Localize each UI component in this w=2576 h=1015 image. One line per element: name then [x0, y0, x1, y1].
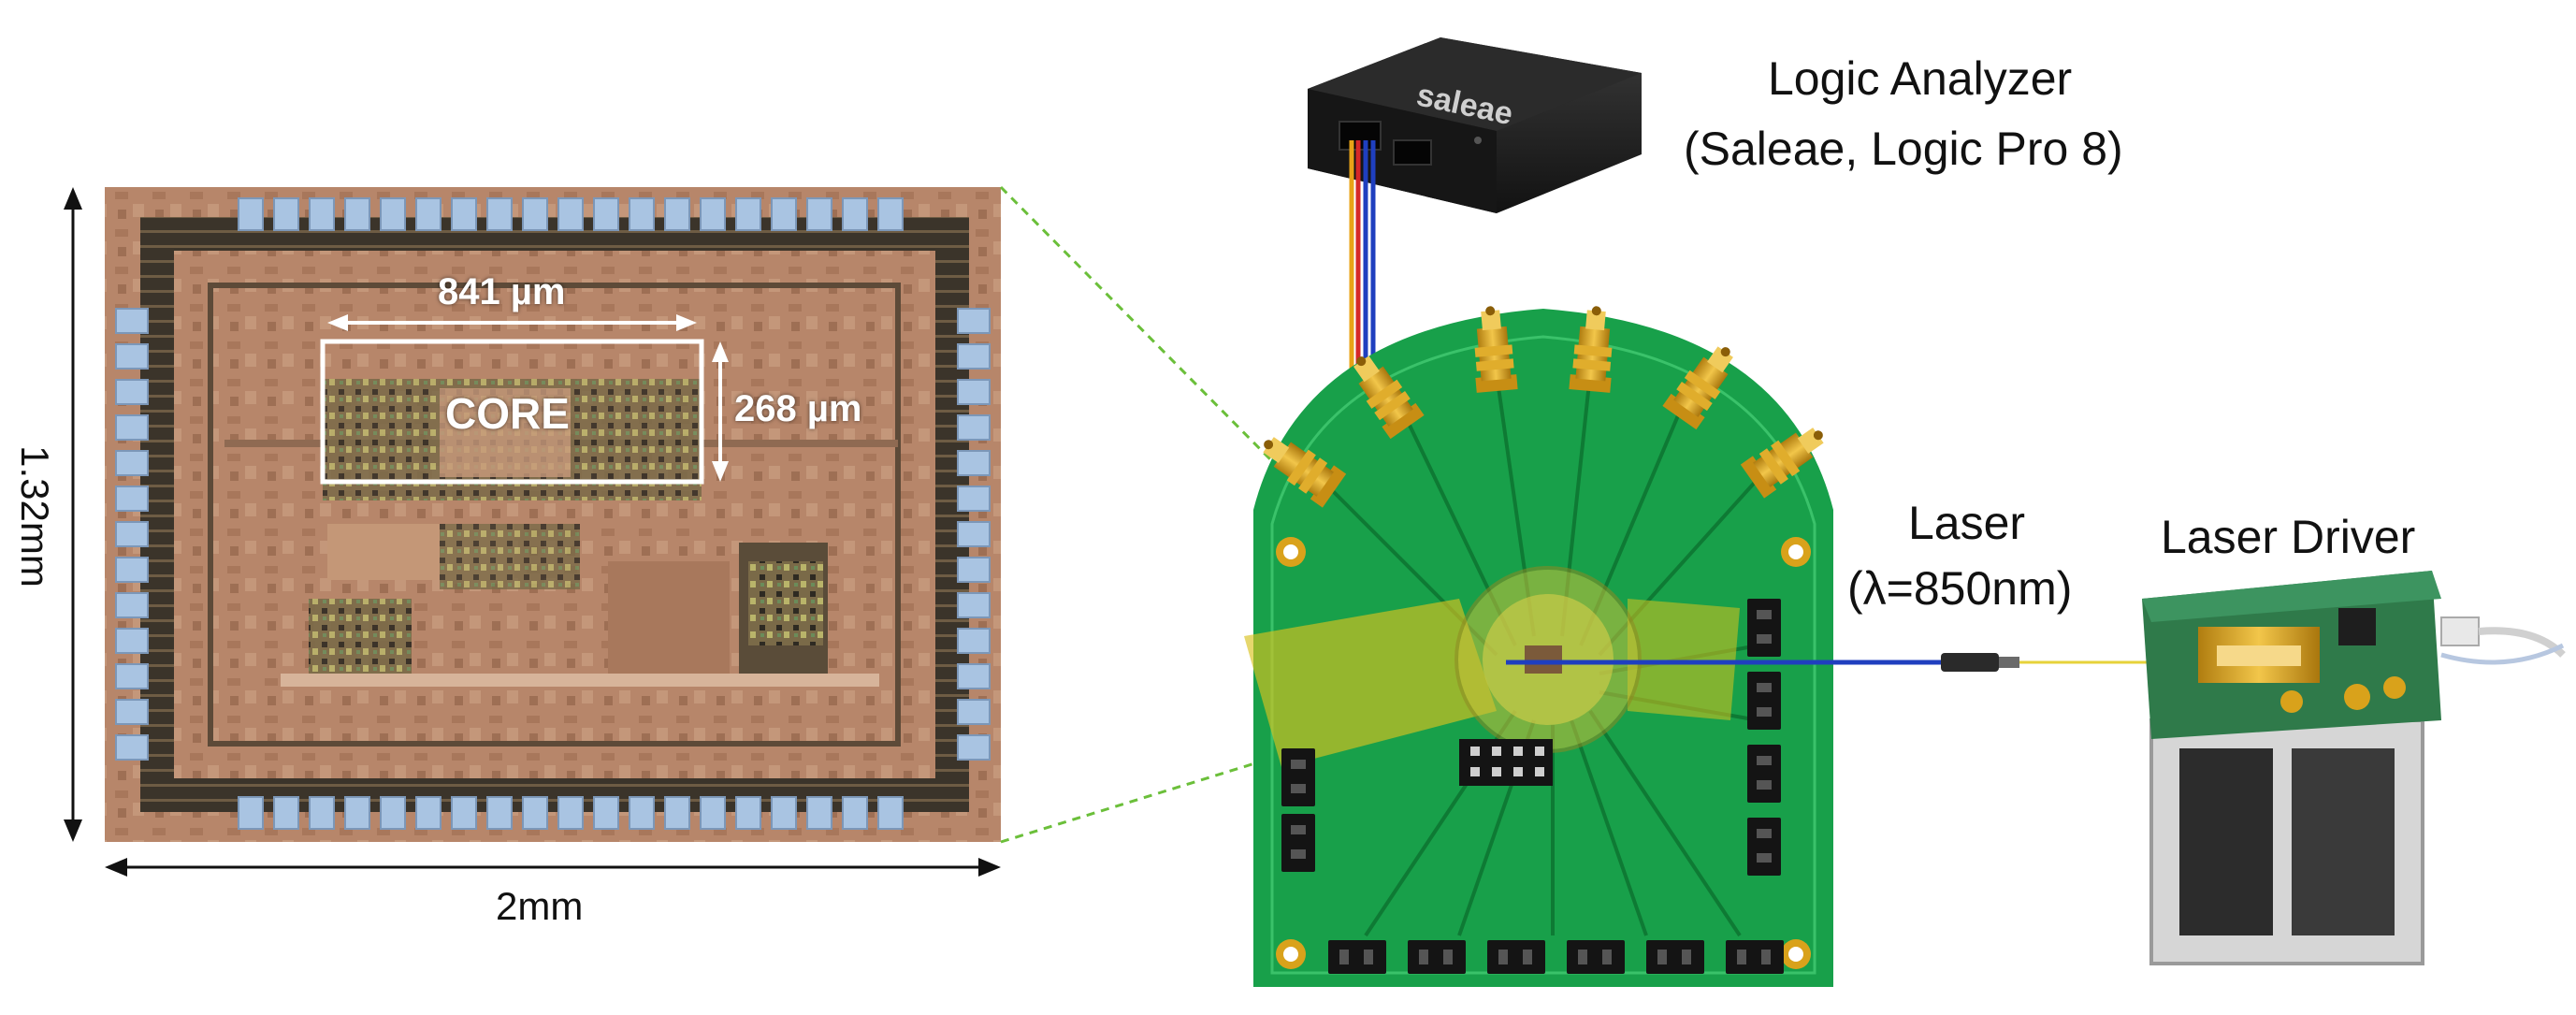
bond-pad — [735, 197, 761, 231]
bond-pad — [957, 521, 991, 547]
core-width-arrow — [327, 314, 697, 331]
bond-pad — [877, 197, 904, 231]
bond-pad — [735, 796, 761, 830]
bond-pad — [380, 197, 406, 231]
core-width-label: 841 µm — [438, 271, 566, 312]
laser-title: Laser — [1908, 497, 2026, 549]
bond-pad — [115, 343, 149, 370]
die-width-label: 2mm — [496, 884, 584, 928]
bond-pad — [115, 663, 149, 689]
bond-pad — [806, 796, 832, 830]
bond-pad — [957, 663, 991, 689]
bond-pad — [415, 796, 441, 830]
bond-pad — [664, 796, 690, 830]
laser-driver-board — [2142, 571, 2566, 965]
bond-pad — [842, 197, 868, 231]
bond-pad — [522, 796, 548, 830]
bond-pad — [344, 796, 370, 830]
bond-pad — [238, 197, 264, 231]
core-height-label: 268 µm — [734, 388, 862, 429]
bond-pad — [557, 796, 584, 830]
bond-pad — [957, 486, 991, 512]
bond-pad — [115, 592, 149, 618]
bond-pad — [115, 414, 149, 441]
bond-pad — [957, 699, 991, 725]
bond-pad — [344, 197, 370, 231]
logic-analyzer-subtitle: (Saleae, Logic Pro 8) — [1684, 123, 2123, 175]
bond-pad — [842, 796, 868, 830]
bond-pad — [957, 450, 991, 476]
optical-fiber — [1506, 653, 2151, 672]
laser-driver-title: Laser Driver — [2161, 511, 2416, 563]
die-micrograph — [105, 187, 1001, 842]
logic-analyzer-title: Logic Analyzer — [1768, 52, 2073, 105]
bond-pad — [957, 592, 991, 618]
die-width-dimension — [105, 858, 1001, 877]
bond-pad — [486, 796, 513, 830]
bond-pad — [115, 486, 149, 512]
bond-pad — [877, 796, 904, 830]
bond-pad — [415, 197, 441, 231]
die-height-dimension — [64, 187, 82, 842]
bond-pad — [486, 197, 513, 231]
die-height-label: 1.32mm — [13, 445, 57, 587]
bond-pad — [700, 796, 726, 830]
bond-pad — [771, 796, 797, 830]
bond-pad — [273, 796, 299, 830]
bond-pad — [115, 308, 149, 334]
bond-pad — [115, 450, 149, 476]
bond-pad — [629, 197, 655, 231]
bond-pad — [115, 699, 149, 725]
bond-pad — [115, 521, 149, 547]
bond-pad — [238, 796, 264, 830]
test-pcb — [1244, 304, 1834, 987]
bond-pad — [451, 197, 477, 231]
laser-wavelength: (λ=850nm) — [1847, 562, 2073, 615]
bond-pad — [115, 379, 149, 405]
bond-pad — [522, 197, 548, 231]
bond-pad — [451, 796, 477, 830]
bond-pad — [957, 308, 991, 334]
bond-pad — [664, 197, 690, 231]
bond-pad — [115, 557, 149, 583]
bond-pad — [115, 628, 149, 654]
bond-pad — [957, 379, 991, 405]
bond-pad — [309, 197, 335, 231]
bond-pad — [771, 197, 797, 231]
bond-pad — [309, 796, 335, 830]
core-label: CORE — [445, 389, 570, 438]
logic-analyzer-device — [1308, 37, 1642, 213]
bond-pad — [557, 197, 584, 231]
core-height-arrow — [712, 341, 729, 482]
bond-pad — [957, 343, 991, 370]
core-region — [320, 339, 704, 500]
bond-pad — [593, 796, 619, 830]
bond-pad — [700, 197, 726, 231]
bond-pad — [629, 796, 655, 830]
bond-pad — [380, 796, 406, 830]
bond-pad — [957, 628, 991, 654]
bond-pad — [806, 197, 832, 231]
bond-pad — [593, 197, 619, 231]
bond-pad — [957, 557, 991, 583]
bond-pad — [957, 414, 991, 441]
bond-pad — [115, 734, 149, 761]
bond-pad — [273, 197, 299, 231]
bond-pad — [957, 734, 991, 761]
